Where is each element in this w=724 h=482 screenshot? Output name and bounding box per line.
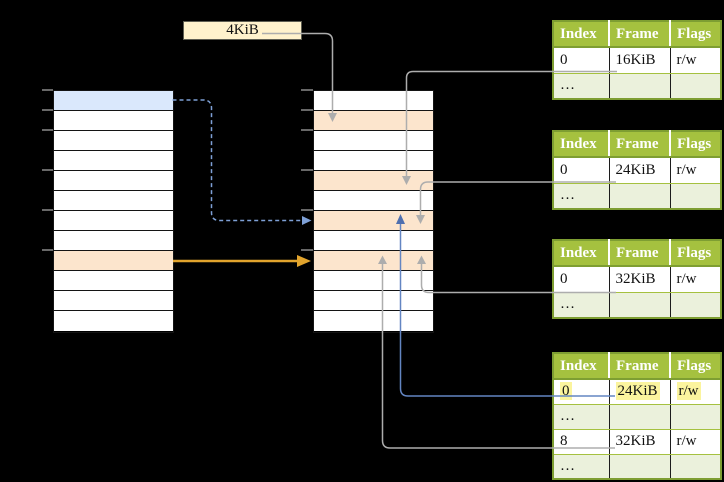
table-row: … [553,404,721,430]
memory-cell [54,131,173,151]
table-cell: 8 [553,429,610,455]
table-cell: … [553,404,610,430]
table-cell [670,183,721,209]
table-cell [609,292,671,318]
table-cell: … [553,292,610,318]
memory-cell [54,311,173,331]
memory-cell [54,231,173,251]
column-header-index: Index [553,131,610,158]
memory-cell [314,91,433,111]
memory-cell [54,271,173,291]
table-row: … [553,73,721,99]
table-cell: 32KiB [609,429,671,455]
memory-cell [314,271,433,291]
memory-cell [54,251,173,271]
table-cell: 16KiB [609,47,671,74]
column-header-index: Index [553,353,610,380]
virtual-memory-column [53,90,174,333]
memory-cell [314,311,433,331]
memory-cell [54,291,173,311]
column-header-index: Index [553,21,610,48]
table-cell [670,73,721,99]
table-cell: … [553,73,610,99]
table-cell: 0 [553,47,610,74]
column-header-flags: Flags [670,131,721,158]
memory-cell [314,211,433,231]
table-cell [609,73,671,99]
column-header-frame: Frame [609,353,671,380]
memory-cell [54,191,173,211]
table-cell: 32KiB [609,266,671,293]
memory-cell [314,111,433,131]
memory-cell [54,151,173,171]
column-header-frame: Frame [609,21,671,48]
left-column-ticks [42,89,53,251]
table-row: … [553,454,721,479]
table-cell: 0 [553,379,610,405]
table-cell: 24KiB [609,157,671,184]
table-cell: … [553,454,610,479]
table-cell: r/w [670,47,721,74]
page-size-text: 4KiB [226,22,259,38]
memory-cell [314,291,433,311]
column-header-flags: Flags [670,353,721,380]
column-header-frame: Frame [609,240,671,267]
table-cell: 0 [553,157,610,184]
memory-cell [314,231,433,251]
table-cell: r/w [670,379,721,405]
highlighted-value: r/w [676,382,701,401]
column-header-flags: Flags [670,240,721,267]
table-cell: r/w [670,429,721,455]
highlighted-value: 24KiB [615,382,660,401]
table-cell [670,404,721,430]
arrowhead-right-icon [297,255,311,267]
memory-cell [54,91,173,111]
table-cell: 0 [553,266,610,293]
page-size-label: 4KiB [183,21,302,40]
highlighted-value: 0 [560,382,572,401]
table-row: … [553,292,721,318]
arrow-mapped-page [173,255,311,267]
table-row: 0 24KiB r/w [553,379,721,405]
memory-cell [314,251,433,271]
memory-cell [54,111,173,131]
table-cell: 24KiB [609,379,671,405]
column-header-frame: Frame [609,131,671,158]
table-cell [609,404,671,430]
memory-cell [54,171,173,191]
table-cell: r/w [670,157,721,184]
physical-memory-column [313,90,434,333]
column-header-flags: Flags [670,21,721,48]
memory-cell [314,151,433,171]
table-cell [609,183,671,209]
table-row: … [553,183,721,209]
table-cell [670,454,721,479]
memory-cell [314,171,433,191]
table-cell: r/w [670,266,721,293]
arrow-virtual-page-dashed [172,99,312,225]
middle-column-ticks [301,89,313,251]
column-header-index: Index [553,240,610,267]
memory-cell [314,191,433,211]
arrowhead-right-icon [302,216,312,225]
table-cell: … [553,183,610,209]
table-cell [670,292,721,318]
memory-cell [54,211,173,231]
table-cell [609,454,671,479]
memory-cell [314,131,433,151]
